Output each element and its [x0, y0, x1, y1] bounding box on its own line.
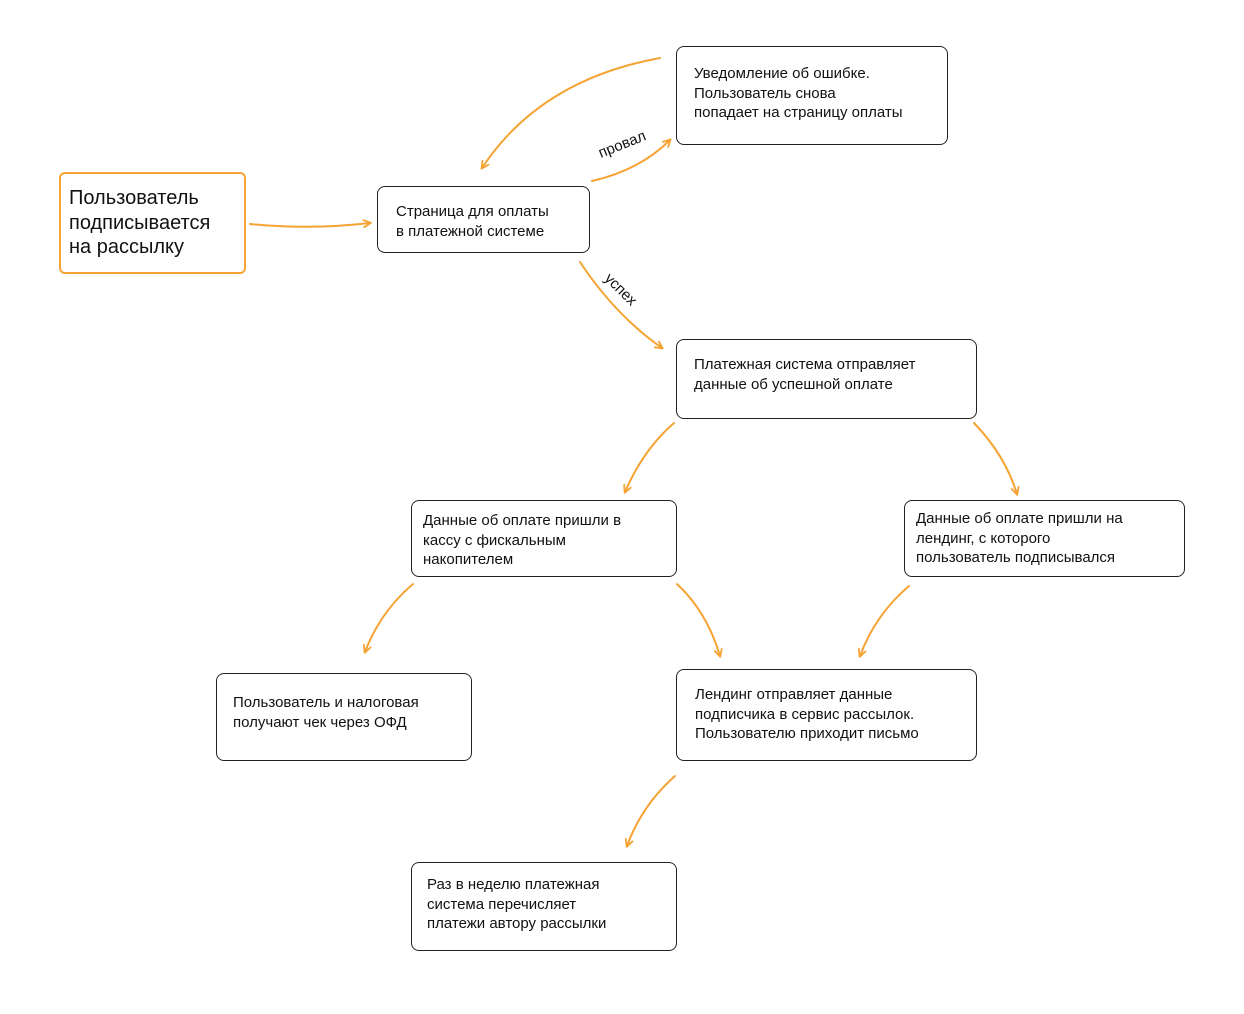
arrow-cash-register-to-receipt — [362, 583, 414, 654]
node-payment-page: Страница для оплаты в платежной системе — [377, 186, 590, 253]
node-receipt-ofd: Пользователь и налоговая получают чек че… — [216, 673, 472, 761]
node-error-notification: Уведомление об ошибке. Пользователь снов… — [676, 46, 948, 145]
node-user-subscribes: Пользователь подписывается на рассылку — [59, 172, 246, 274]
node-payment-success: Платежная система отправляет данные об у… — [676, 339, 977, 419]
node-mailing-service: Лендинг отправляет данные подписчика в с… — [676, 669, 977, 761]
arrow-cash-register-to-mailing — [676, 583, 723, 658]
arrow-success-to-cash-register — [623, 422, 675, 494]
node-landing: Данные об оплате пришли на лендинг, с ко… — [904, 500, 1185, 577]
arrow-landing-to-mailing — [857, 585, 910, 658]
node-cash-register: Данные об оплате пришли в кассу с фискал… — [411, 500, 677, 577]
arrow-payment-to-success — [579, 261, 664, 350]
arrow-start-to-payment — [249, 219, 372, 229]
arrow-mailing-to-weekly — [624, 775, 676, 848]
arrow-error-to-payment — [480, 57, 661, 170]
arrow-payment-to-error — [591, 138, 672, 182]
node-weekly-payout: Раз в неделю платежная система перечисля… — [411, 862, 677, 951]
arrow-success-to-landing — [973, 422, 1020, 496]
